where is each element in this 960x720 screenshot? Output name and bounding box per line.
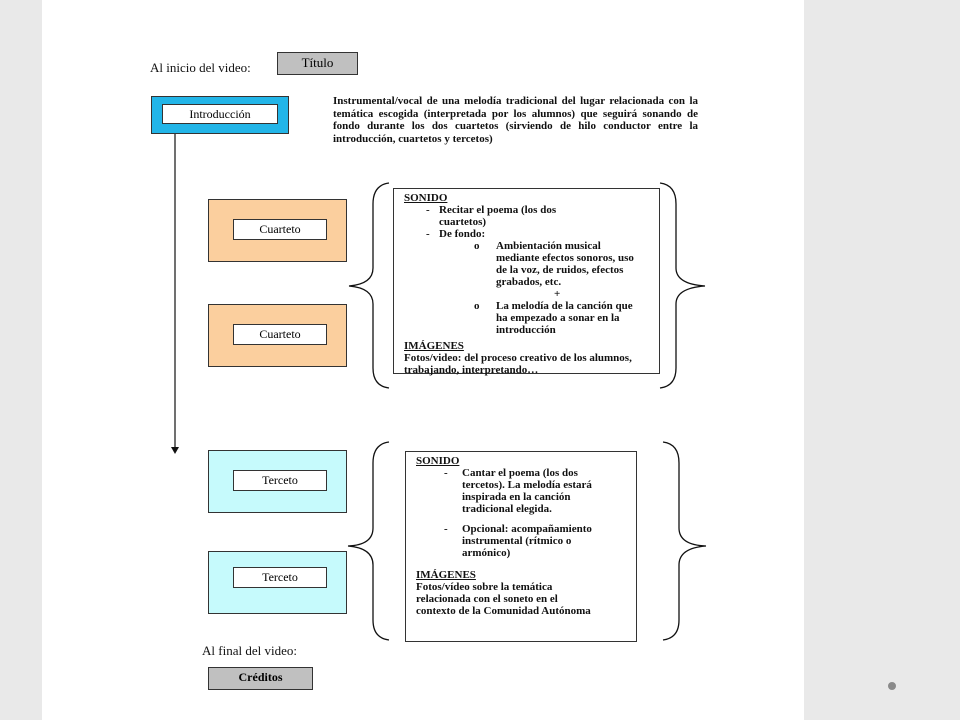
- intro-description: Instrumental/vocal de una melodía tradic…: [333, 95, 698, 145]
- tercetos-item-1-text: Cantar el poema (los dos tercetos). La m…: [462, 467, 592, 515]
- tercetos-detail-panel: SONIDO - Cantar el poema (los dos tercet…: [405, 451, 637, 642]
- cuarteto-label-2: Cuarteto: [233, 324, 327, 345]
- tercetos-images-heading: IMÁGENES: [416, 569, 476, 581]
- credits-box: Créditos: [208, 667, 313, 690]
- cuartetos-sound-heading: SONIDO: [404, 192, 448, 204]
- plus-sign: +: [554, 288, 561, 300]
- cuartetos-subitem-2-text: La melodía de la canción que ha empezado…: [496, 300, 633, 336]
- cuartetos-subitem-1-text: Ambientación musical mediante efectos so…: [496, 240, 634, 288]
- cuarteto-label-1: Cuarteto: [233, 219, 327, 240]
- tercetos-sound-heading: SONIDO: [416, 455, 460, 467]
- terceto-box-1: Terceto: [208, 450, 347, 513]
- cuartetos-subitem-1: o Ambientación musical mediante efectos …: [404, 240, 646, 288]
- cuartetos-images-heading: IMÁGENES: [404, 340, 464, 352]
- end-label: Al final del video:: [202, 643, 297, 658]
- start-label: Al inicio del video:: [150, 60, 251, 75]
- dash-marker: -: [426, 204, 430, 216]
- intro-box: Introducción: [151, 96, 289, 134]
- cuartetos-item-1-text: Recitar el poema (los dos cuartetos): [439, 204, 557, 228]
- cuarteto-box-2: Cuarteto: [208, 304, 347, 367]
- intro-label: Introducción: [162, 104, 278, 124]
- cuarteto-box-1: Cuarteto: [208, 199, 347, 262]
- tercetos-item-1: - Cantar el poema (los dos tercetos). La…: [416, 467, 620, 515]
- slide-dot-indicator: [888, 682, 896, 690]
- terceto-label-2: Terceto: [233, 567, 327, 588]
- cuartetos-item-1: - Recitar el poema (los dos cuartetos): [404, 204, 589, 228]
- cuartetos-images-text: Fotos/video: del proceso creativo de los…: [404, 352, 632, 376]
- dash-marker: -: [444, 523, 448, 535]
- title-box: Título: [277, 52, 358, 75]
- cuartetos-item-2-text: De fondo:: [439, 228, 486, 240]
- terceto-label-1: Terceto: [233, 470, 327, 491]
- cuartetos-item-2: - De fondo:: [404, 228, 651, 240]
- terceto-box-2: Terceto: [208, 551, 347, 614]
- dash-marker: -: [426, 228, 430, 240]
- dash-marker: -: [444, 467, 448, 479]
- cuartetos-detail-panel: SONIDO - Recitar el poema (los dos cuart…: [393, 188, 660, 376]
- bullet-marker: o: [474, 240, 480, 252]
- bullet-marker: o: [474, 300, 480, 312]
- tercetos-item-2: - Opcional: acompañamiento instrumental …: [416, 523, 620, 559]
- tercetos-images-text: Fotos/vídeo sobre la temática relacionad…: [416, 581, 591, 617]
- cuartetos-subitem-2: o La melodía de la canción que ha empeza…: [404, 300, 646, 336]
- tercetos-item-2-text: Opcional: acompañamiento instrumental (r…: [462, 523, 592, 559]
